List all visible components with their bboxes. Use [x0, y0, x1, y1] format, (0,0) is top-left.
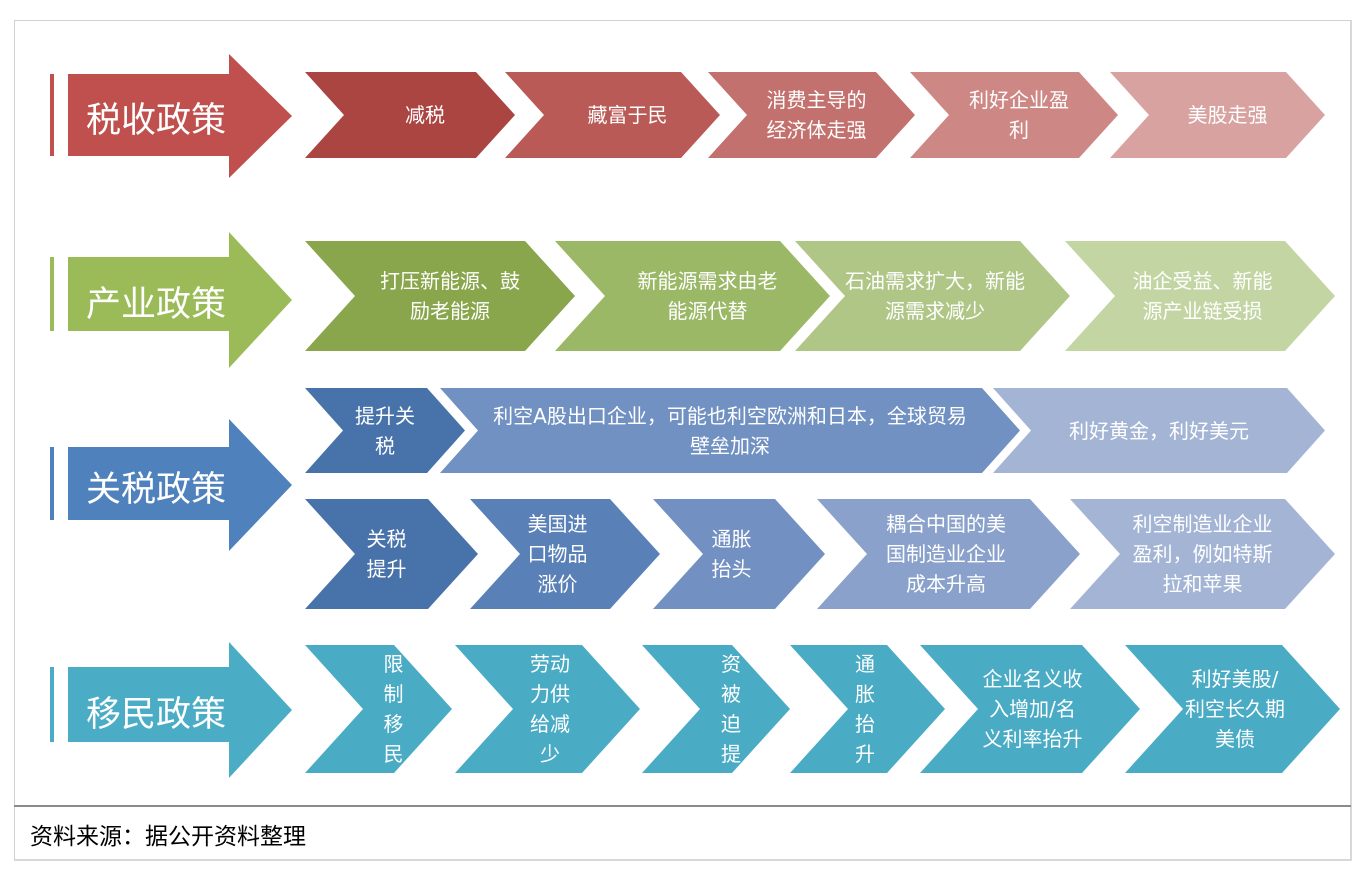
- policy-arrow-industry: 产业政策: [38, 218, 304, 382]
- step-text: 打压新能源、鼓励老能源: [380, 269, 520, 323]
- step-text: 利好美股/利空长久期美债: [1185, 667, 1285, 751]
- policy-title: 税收政策: [86, 101, 227, 141]
- source-note: 资料来源：据公开资料整理: [30, 824, 306, 850]
- arrow-stripe: [50, 74, 54, 156]
- figure-frame: [14, 20, 1352, 861]
- step-text: 通胀抬升: [855, 652, 875, 766]
- tariff-step-chevron: 利好黄金，利好美元: [993, 388, 1325, 473]
- step-text: 利好企业盈利: [969, 88, 1069, 142]
- step-text: 提升关税: [355, 403, 415, 458]
- step-text: 关税提升: [366, 527, 407, 581]
- arrow-stripe: [50, 257, 54, 331]
- step-text: 石油需求扩大，新能源需求减少: [845, 269, 1025, 323]
- tariff-step-chevron: 利空A股出口企业，可能也利空欧洲和日本，全球贸易壁垒加深: [440, 388, 1020, 473]
- source-divider: [14, 805, 1351, 807]
- policy-title: 产业政策: [86, 285, 227, 325]
- step-text: 薪资被迫提升: [721, 645, 741, 773]
- step-text: 利空制造业企业盈利，例如特斯拉和苹果: [1132, 512, 1273, 596]
- policy-title: 关税政策: [86, 470, 227, 510]
- step-text: 美股走强: [1187, 103, 1268, 127]
- step-text: 企业名义收入增加/名义利率抬升: [982, 667, 1083, 751]
- step-text: 通胀抬头: [711, 527, 752, 581]
- step-text: 美国进口物品涨价: [527, 512, 588, 596]
- policy-arrow-tariff: 关税政策: [38, 405, 304, 565]
- step-text: 油企受益、新能源产业链受损: [1132, 269, 1273, 323]
- step-text: 减税: [405, 103, 445, 127]
- step-text: 限制移民: [383, 652, 404, 766]
- step-text: 新能源需求由老能源代替: [637, 269, 778, 323]
- step-text: 利好黄金，利好美元: [1069, 418, 1249, 443]
- step-text: 藏富于民: [587, 103, 668, 127]
- policy-arrow-tax: 税收政策: [38, 40, 304, 192]
- step-text: 利空A股出口企业，可能也利空欧洲和日本，全球贸易壁垒加深: [493, 403, 967, 458]
- step-text: 劳动力供给减少: [530, 652, 570, 766]
- arrow-stripe: [50, 667, 54, 742]
- step-text: 耦合中国的美国制造业企业成本升高: [886, 512, 1006, 596]
- policy-title: 移民政策: [86, 695, 227, 735]
- arrow-stripe: [50, 447, 54, 520]
- policy-arrow-immigration: 移民政策: [38, 628, 304, 792]
- step-text: 消费主导的经济体走强: [766, 88, 867, 142]
